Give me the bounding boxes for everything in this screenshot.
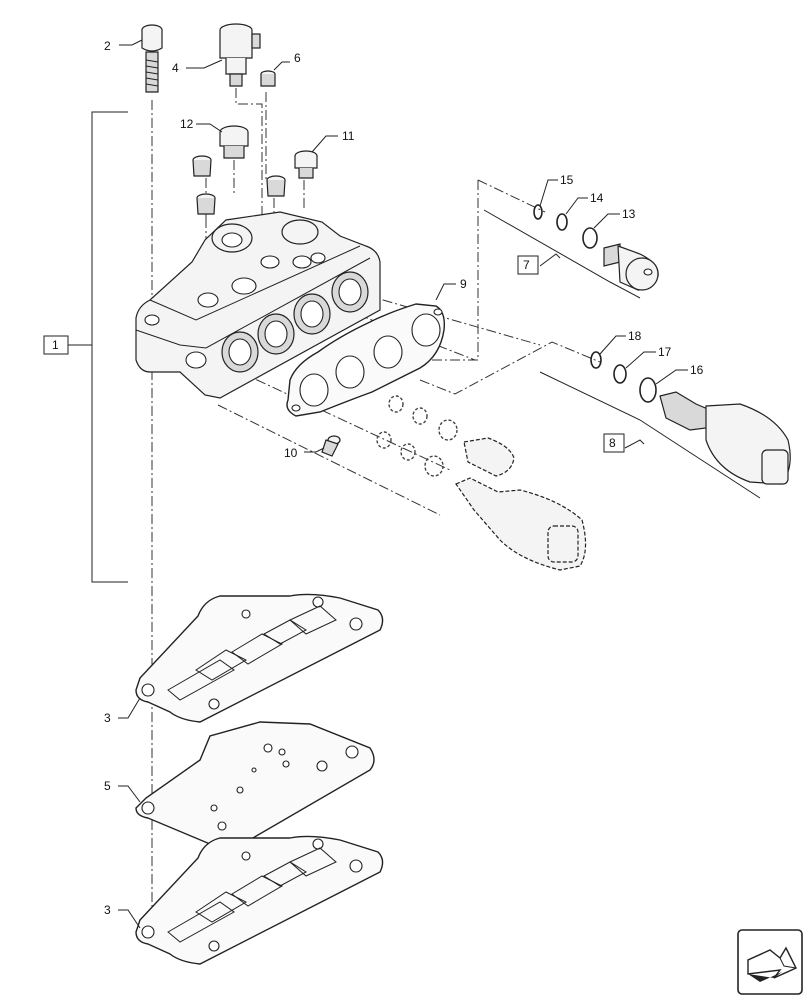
callout-5: 5 [104, 779, 111, 793]
port-gasket-part: 9 [286, 277, 467, 417]
callout-9: 9 [460, 277, 467, 291]
phantom-valves [376, 395, 587, 571]
callout-box-1 [43, 335, 69, 355]
valve-kit-8: 8 18 17 16 [539, 329, 791, 499]
navigation-arrow-icon[interactable] [737, 929, 803, 995]
callout-14: 14 [590, 191, 604, 205]
plug-part-11: 11 [192, 129, 355, 215]
callout-4: 4 [172, 61, 179, 75]
large-plug-part: 12 [180, 117, 249, 159]
screw-part-10: 10 [284, 435, 341, 460]
cap-screw-part: 2 [104, 24, 163, 93]
callout-17: 17 [658, 345, 672, 359]
callout-12: 12 [180, 117, 194, 131]
fitting-part: 4 [172, 23, 261, 87]
callout-1: 1 [52, 338, 59, 352]
callout-6: 6 [294, 51, 301, 65]
callout-8: 8 [609, 436, 616, 450]
valve-body-part [135, 211, 381, 399]
callout-13: 13 [622, 207, 636, 221]
callout-7: 7 [523, 258, 530, 272]
callout-3-upper: 3 [104, 711, 111, 725]
plate-gasket-lower: 3 [104, 835, 384, 965]
callout-16: 16 [690, 363, 704, 377]
plate-gasket-upper: 3 [104, 593, 384, 725]
separator-plate-part: 5 [104, 721, 375, 848]
callout-10: 10 [284, 446, 298, 460]
callout-2: 2 [104, 39, 111, 53]
small-plug-part: 6 [260, 51, 301, 87]
callout-11: 11 [342, 129, 355, 143]
callout-15: 15 [560, 173, 574, 187]
callout-3-lower: 3 [104, 903, 111, 917]
callout-18: 18 [628, 329, 642, 343]
assembly-bracket [68, 111, 128, 583]
valve-kit-7: 7 15 14 13 [483, 173, 659, 299]
